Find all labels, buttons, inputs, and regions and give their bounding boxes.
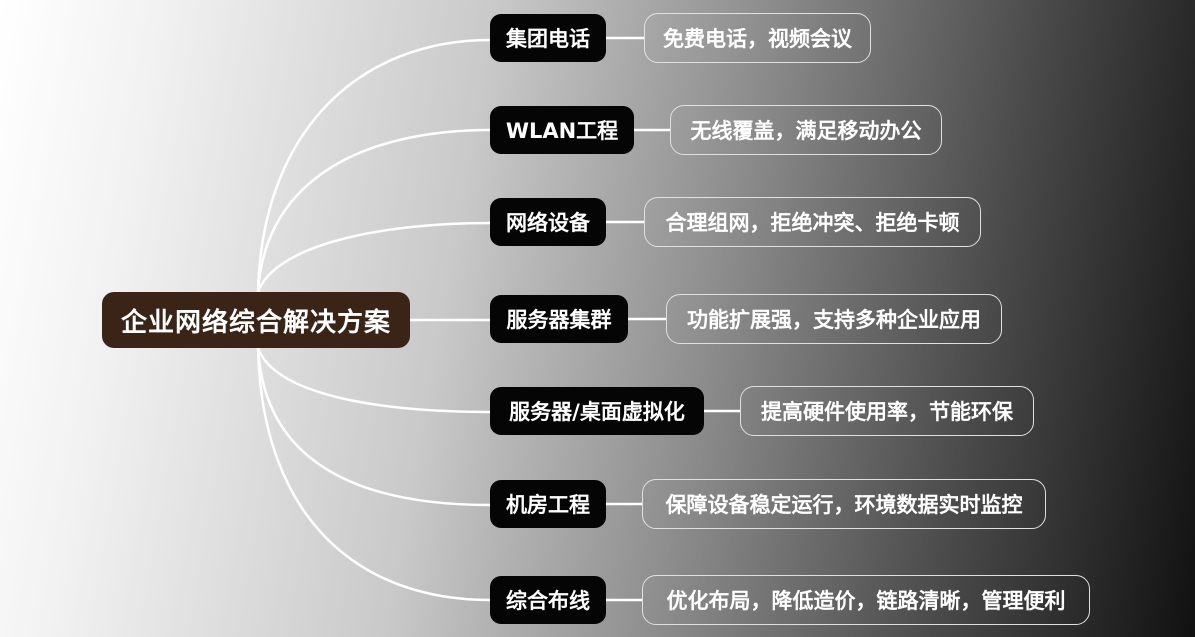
detail-machine-room: 保障设备稳定运行，环境数据实时监控 bbox=[642, 479, 1046, 529]
branch-group-phone: 集团电话 bbox=[490, 14, 606, 62]
root-topic: 企业网络综合解决方案 bbox=[102, 292, 410, 348]
connector-root-to-branch-3 bbox=[256, 221, 491, 293]
branch-network-devices: 网络设备 bbox=[490, 198, 606, 246]
connector-root-to-branch-7 bbox=[256, 347, 491, 602]
connector-root-to-branch-5 bbox=[256, 347, 491, 414]
branch-machine-room: 机房工程 bbox=[490, 480, 606, 528]
detail-virtualization: 提高硬件使用率，节能环保 bbox=[740, 386, 1034, 436]
branch-virtualization: 服务器/桌面虚拟化 bbox=[490, 387, 704, 435]
branch-wlan: WLAN工程 bbox=[490, 106, 634, 154]
branch-cabling: 综合布线 bbox=[490, 576, 606, 624]
branch-server-cluster: 服务器集群 bbox=[490, 295, 628, 343]
connector-root-to-branch-6 bbox=[256, 347, 491, 507]
detail-group-phone: 免费电话，视频会议 bbox=[644, 13, 871, 63]
detail-cabling: 优化布局，降低造价，链路清晰，管理便利 bbox=[642, 575, 1090, 625]
connector-root-to-branch-1 bbox=[256, 38, 491, 293]
detail-wlan: 无线覆盖，满足移动办公 bbox=[670, 105, 942, 155]
detail-server-cluster: 功能扩展强，支持多种企业应用 bbox=[666, 294, 1002, 344]
detail-network-devices: 合理组网，拒绝冲突、拒绝卡顿 bbox=[644, 197, 981, 247]
connector-root-to-branch-2 bbox=[256, 128, 491, 293]
